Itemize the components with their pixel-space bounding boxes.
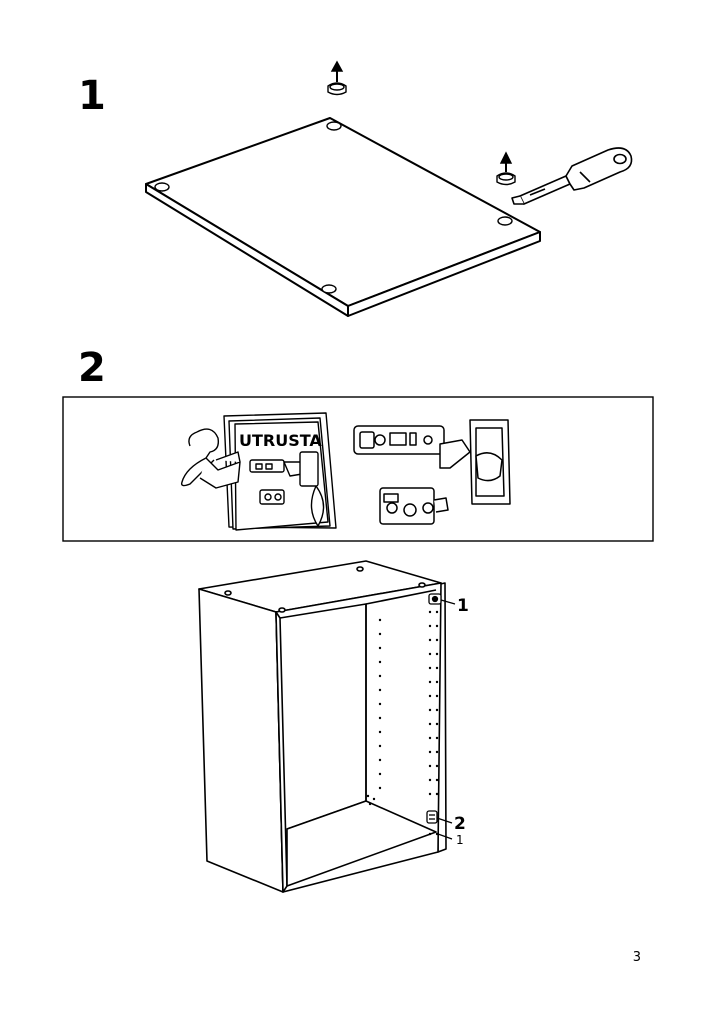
page-number: 3 (632, 950, 641, 965)
peg-icon (327, 60, 347, 96)
peg-icon (496, 151, 516, 186)
panel-with-pegs (145, 117, 541, 317)
hinge-top-callout: 1 (457, 596, 469, 616)
callout-lines (436, 599, 456, 840)
peg-hole (154, 121, 513, 294)
booklet-icon (180, 412, 337, 531)
hinge-icon (353, 419, 511, 525)
step-2-frame (62, 396, 654, 542)
hinge-plate-top (428, 593, 442, 605)
shelf-pin-holes (366, 610, 439, 836)
screwdriver-icon (511, 147, 633, 205)
hole-count-callout: 1 (456, 833, 464, 847)
hinge-bottom-callout: 2 (454, 814, 466, 834)
booklet-title: UTRUSTA (239, 431, 322, 450)
step-2-number: 2 (78, 345, 106, 391)
hinge-plate-bottom (426, 810, 438, 824)
step-1-number: 1 (78, 73, 106, 119)
cabinet-frame (198, 560, 447, 893)
